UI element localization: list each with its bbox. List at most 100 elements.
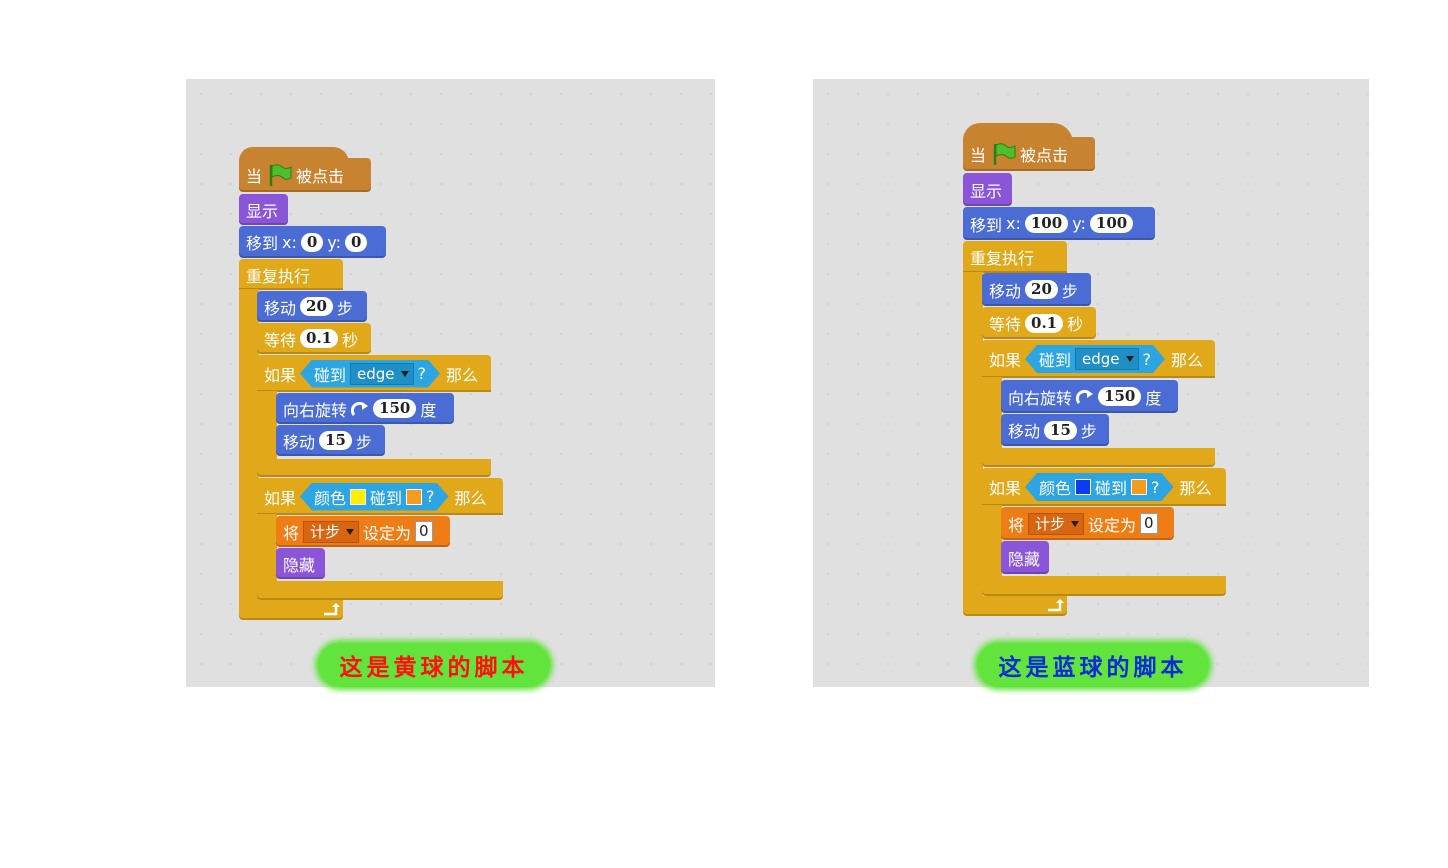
loop-arrow-icon <box>324 603 340 616</box>
show-block-yellow[interactable]: 显示 <box>239 194 288 225</box>
goto-x-input[interactable]: 100 <box>1024 214 1069 233</box>
show-block-blue[interactable]: 显示 <box>963 173 1012 206</box>
move-unit: 步 <box>1061 281 1078 301</box>
set-value-input[interactable]: 0 <box>415 521 433 542</box>
rotate-clockwise-icon <box>1076 389 1094 404</box>
move-label: 移动 <box>264 298 297 318</box>
color-swatch-2[interactable] <box>1131 479 1147 495</box>
set-label: 将 <box>1008 515 1025 535</box>
goto-xy-block-blue[interactable]: 移到 x: 100 y: 100 <box>963 207 1155 240</box>
dropdown-arrow-icon <box>346 528 355 535</box>
move-steps-block-yellow-2[interactable]: 移动 15 步 <box>276 425 385 456</box>
if1-bottom-yellow <box>257 459 491 477</box>
move-unit: 步 <box>355 432 372 452</box>
goto-y-label: y: <box>1072 214 1086 233</box>
color-swatch-1[interactable] <box>350 489 366 505</box>
if-label: 如果 <box>264 488 297 508</box>
if-color-touching-block-blue[interactable]: 如果 颜色 碰到 ? 那么 <box>982 468 1226 506</box>
color-swatch-1[interactable] <box>1075 479 1091 495</box>
goto-xy-block-yellow[interactable]: 移到 x: 0 y: 0 <box>239 226 386 258</box>
if-color-touching-block-yellow[interactable]: 如果 颜色 碰到 ? 那么 <box>257 478 503 515</box>
wait-label: 等待 <box>264 330 297 350</box>
forever-arm-yellow <box>239 289 259 602</box>
if-label: 如果 <box>989 351 1022 370</box>
goto-y-label: y: <box>327 232 342 252</box>
touching-target-dropdown[interactable]: edge <box>350 363 414 385</box>
if2-bottom-blue <box>982 576 1226 596</box>
hide-block-yellow[interactable]: 隐藏 <box>276 548 325 579</box>
show-label: 显示 <box>970 181 1003 201</box>
green-flag-icon <box>269 164 292 186</box>
dropdown-arrow-icon <box>401 371 409 377</box>
green-flag-icon <box>993 143 1016 165</box>
show-label: 显示 <box>246 201 279 221</box>
color-swatch-2[interactable] <box>406 489 422 505</box>
move-steps-input[interactable]: 20 <box>300 297 333 316</box>
color-touching-sensor-yellow[interactable]: 颜色 碰到 ? <box>300 483 449 511</box>
rotate-clockwise-icon <box>351 401 369 416</box>
forever-block-yellow[interactable]: 重复执行 <box>239 259 343 290</box>
touching-target-dropdown[interactable]: edge <box>1075 348 1139 370</box>
forever-bottom-blue <box>963 596 1067 616</box>
if-label: 如果 <box>264 365 297 385</box>
move-steps-input[interactable]: 15 <box>319 431 352 450</box>
touching-label: 碰到 <box>1039 351 1072 370</box>
move-label: 移动 <box>989 281 1022 301</box>
if1-arm-yellow <box>257 391 277 461</box>
touching-label: 碰到 <box>314 365 347 385</box>
touching-label: 碰到 <box>370 488 403 508</box>
question-mark: ? <box>1142 349 1152 369</box>
move-steps-input[interactable]: 15 <box>1044 420 1077 440</box>
set-value-input[interactable]: 0 <box>1140 513 1158 534</box>
touching-sensor-yellow[interactable]: 碰到 edge ? <box>300 360 440 388</box>
if-touching-edge-block-yellow[interactable]: 如果 碰到 edge ? 那么 <box>257 355 491 392</box>
set-variable-block-yellow[interactable]: 将 计步 设定为 0 <box>276 516 450 547</box>
move-steps-input[interactable]: 20 <box>1025 280 1058 299</box>
if2-arm-blue <box>982 505 1002 578</box>
touching-label: 碰到 <box>1095 479 1128 498</box>
loop-arrow-icon <box>1048 599 1064 612</box>
caption-blue-script: 这是蓝球的脚本 <box>977 643 1209 687</box>
color-touching-sensor-blue[interactable]: 颜色 碰到 ? <box>1025 473 1174 501</box>
if-label: 如果 <box>989 479 1022 498</box>
color-label: 颜色 <box>1039 479 1072 498</box>
wait-seconds-input[interactable]: 0.1 <box>1025 313 1064 333</box>
set-variable-block-blue[interactable]: 将 计步 设定为 0 <box>1001 507 1174 540</box>
when-flag-clicked-block-blue[interactable]: 当 被点击 <box>963 137 1095 171</box>
variable-dropdown[interactable]: 计步 <box>1028 512 1085 535</box>
wait-seconds-input[interactable]: 0.1 <box>300 329 339 348</box>
move-steps-block-yellow[interactable]: 移动 20 步 <box>257 291 367 322</box>
move-unit: 步 <box>336 298 353 318</box>
caption-yellow-script: 这是黄球的脚本 <box>318 643 550 687</box>
goto-y-input[interactable]: 0 <box>345 232 368 252</box>
then-label: 那么 <box>1171 351 1204 370</box>
turn-degrees-input[interactable]: 150 <box>1098 387 1142 406</box>
goto-label: 移到 <box>246 234 279 253</box>
move-steps-block-blue-2[interactable]: 移动 15 步 <box>1001 414 1109 446</box>
turn-unit: 度 <box>420 400 437 420</box>
color-label: 颜色 <box>314 488 347 508</box>
if-touching-edge-block-blue[interactable]: 如果 碰到 edge ? 那么 <box>982 340 1215 378</box>
hat-prefix: 当 <box>970 146 987 165</box>
turn-degrees-input[interactable]: 150 <box>373 399 417 418</box>
hide-block-blue[interactable]: 隐藏 <box>1001 541 1049 574</box>
goto-y-input[interactable]: 100 <box>1089 214 1134 233</box>
turn-right-block-blue[interactable]: 向右旋转 150 度 <box>1001 380 1178 413</box>
move-steps-block-blue[interactable]: 移动 20 步 <box>982 273 1091 306</box>
goto-x-input[interactable]: 0 <box>300 232 324 252</box>
forever-block-blue[interactable]: 重复执行 <box>963 241 1067 273</box>
if2-arm-yellow <box>257 514 277 584</box>
when-flag-clicked-block-yellow[interactable]: 当 被点击 <box>239 158 371 192</box>
wait-block-blue[interactable]: 等待 0.1 秒 <box>982 307 1096 339</box>
goto-x-label: x: <box>282 232 297 252</box>
dropdown-arrow-icon <box>1071 520 1080 527</box>
turn-right-block-yellow[interactable]: 向右旋转 150 度 <box>276 393 454 424</box>
touching-sensor-blue[interactable]: 碰到 edge ? <box>1025 345 1165 373</box>
question-mark: ? <box>426 487 435 506</box>
turn-unit: 度 <box>1145 388 1162 408</box>
set-to-label: 设定为 <box>363 523 412 543</box>
wait-label: 等待 <box>989 315 1022 334</box>
wait-unit: 秒 <box>1067 315 1084 334</box>
variable-dropdown[interactable]: 计步 <box>303 520 360 543</box>
wait-block-yellow[interactable]: 等待 0.1 秒 <box>257 323 371 354</box>
